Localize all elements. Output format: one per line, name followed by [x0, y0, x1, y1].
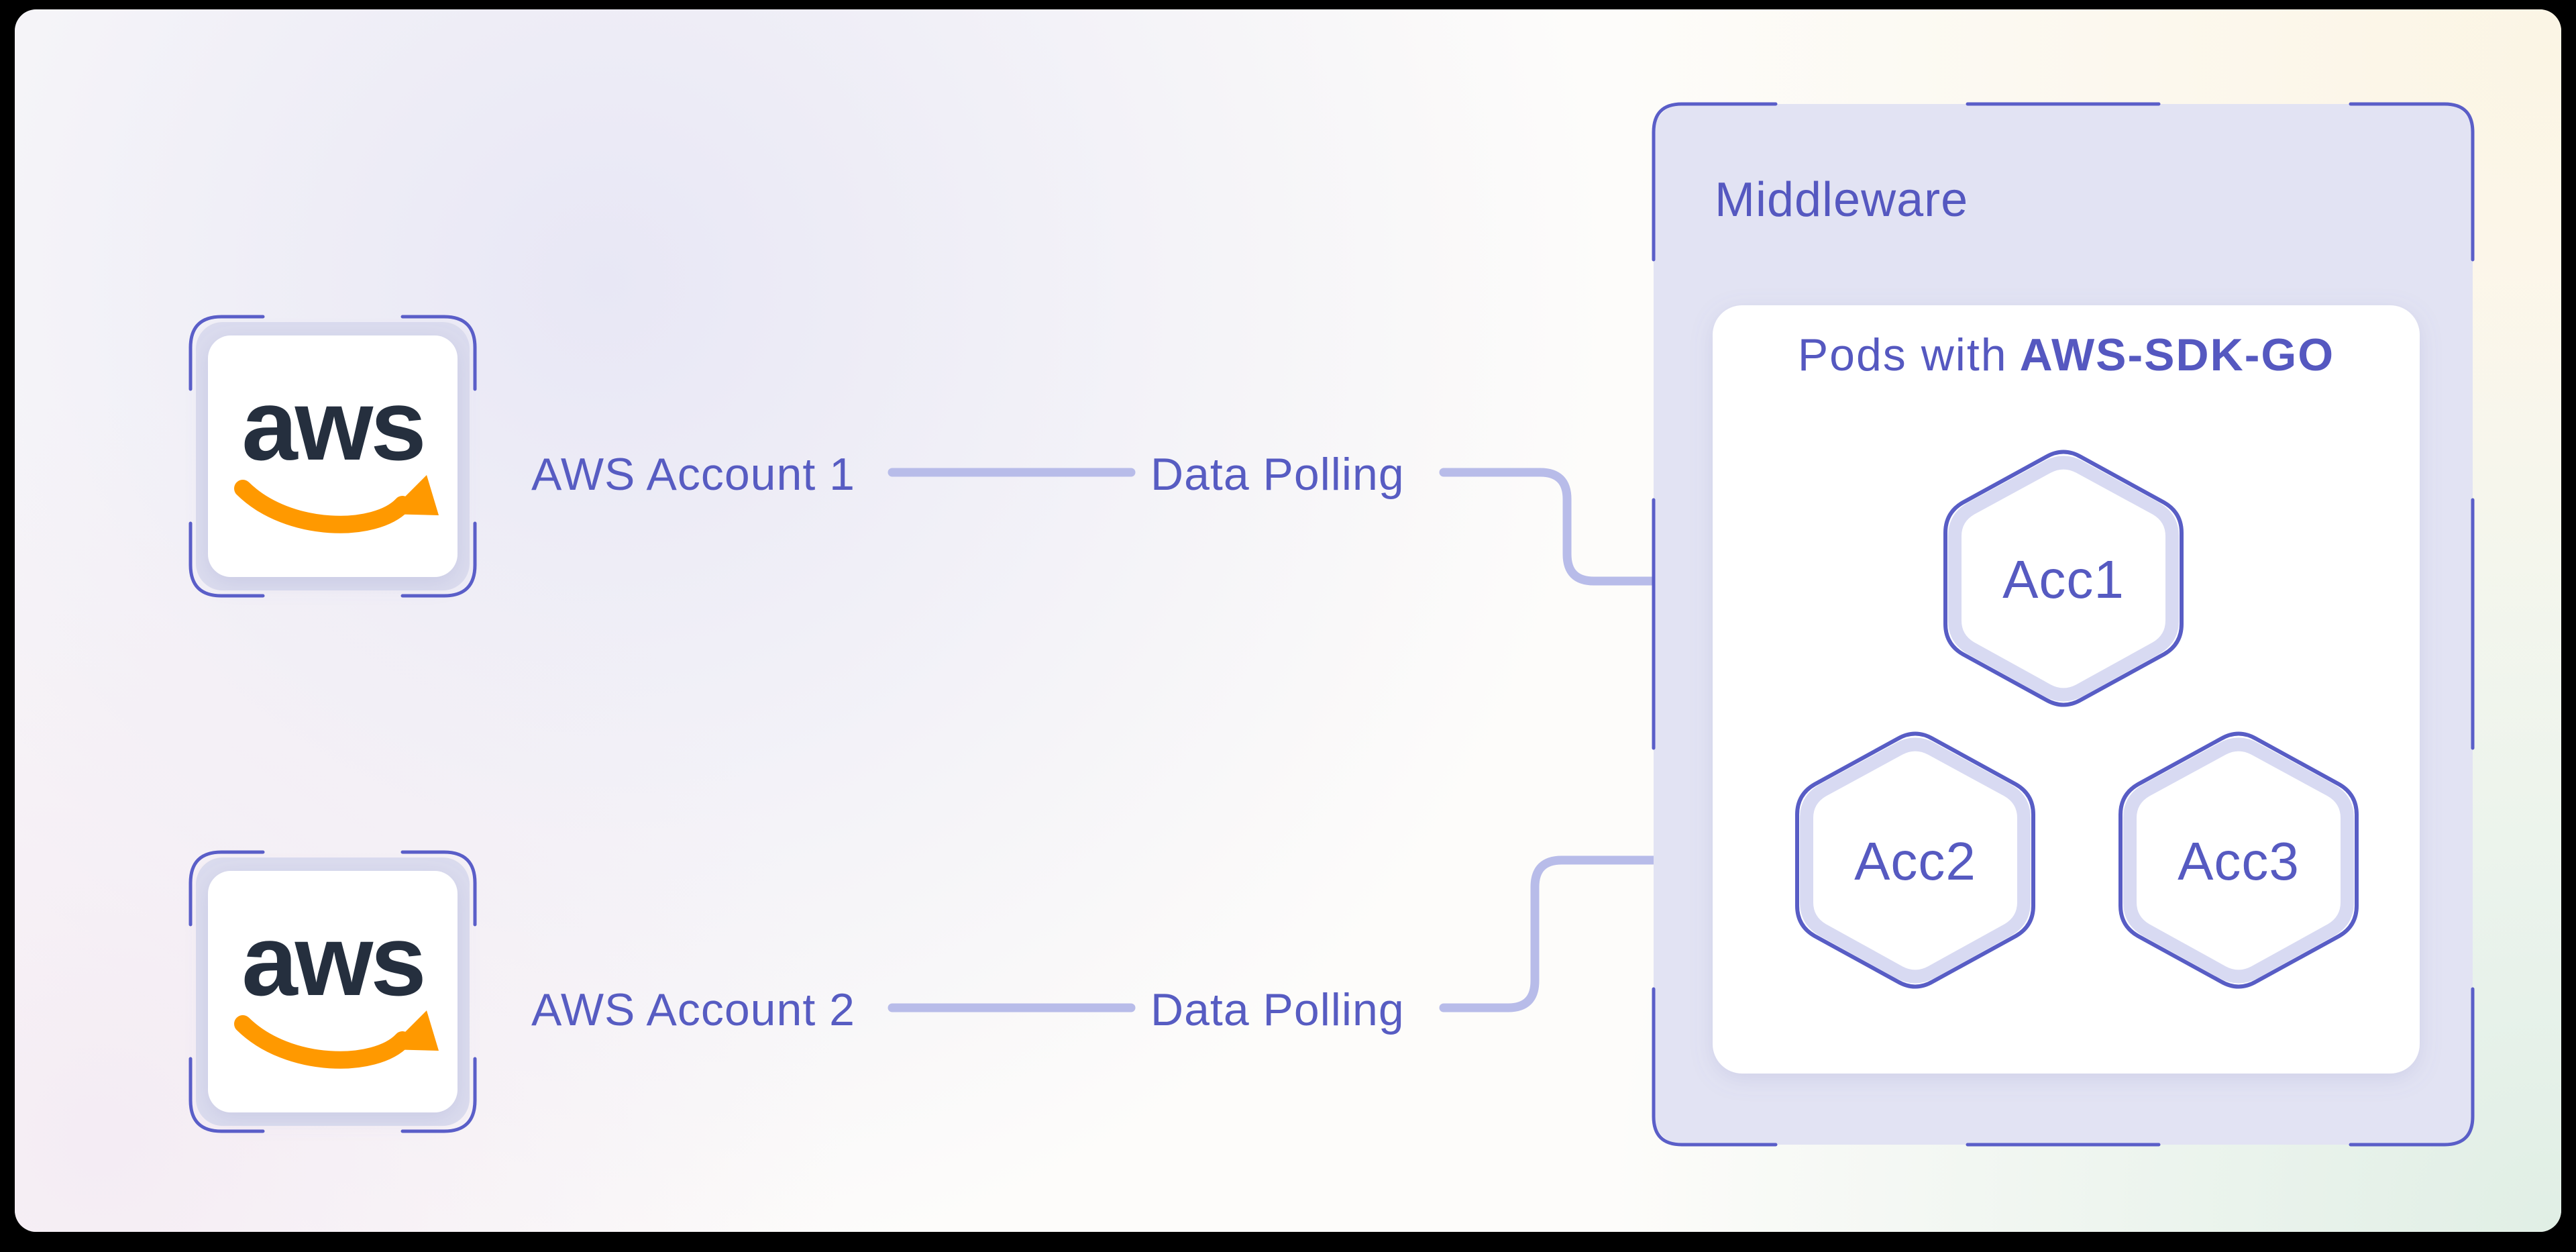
pods-title-bold: AWS-SDK-GO: [2020, 329, 2335, 380]
arrow-2-line: [1439, 855, 1742, 1012]
aws-logo-text: aws: [241, 368, 424, 481]
aws-logo-icon: aws: [241, 904, 439, 1060]
pod-acc2-label: Acc2: [1854, 831, 1976, 891]
aws-box-2-corner-brackets: [189, 850, 477, 1133]
pods-title-regular: Pods with: [1798, 329, 2008, 380]
arrow-1-line: [1439, 468, 1887, 586]
hexagon-inner-ring: [1800, 737, 2031, 984]
pod-hexagon-acc1: Acc1: [1943, 450, 2184, 707]
data-polling-2-label: Data Polling: [1150, 984, 1405, 1035]
aws-account-1-label: AWS Account 1: [531, 449, 855, 500]
pod-acc1-label: Acc1: [2002, 550, 2125, 609]
aws-logo-icon: aws: [241, 368, 439, 525]
middleware-dashed-border: [1652, 102, 2475, 1147]
hexagon-outline: [1795, 731, 2035, 989]
aws-account-1-node: aws: [189, 315, 477, 598]
hexagon-inner-ring: [2123, 737, 2354, 984]
data-polling-1-label: Data Polling: [1150, 449, 1405, 500]
pod-acc3-label: Acc3: [2178, 831, 2300, 891]
hexagon-inner-ring: [1948, 456, 2179, 702]
hexagon-outline: [1943, 450, 2184, 707]
aws-box-1-corner-brackets: [189, 315, 477, 598]
pod-hexagon-acc3: Acc3: [2118, 731, 2359, 989]
aws-logo-text: aws: [241, 904, 424, 1016]
middleware-title: Middleware: [1715, 173, 1968, 227]
aws-account-2-label: AWS Account 2: [531, 984, 855, 1035]
hexagon-outline: [2118, 731, 2359, 989]
aws-account-2-node: aws: [189, 850, 477, 1133]
pod-hexagon-acc2: Acc2: [1795, 731, 2035, 989]
